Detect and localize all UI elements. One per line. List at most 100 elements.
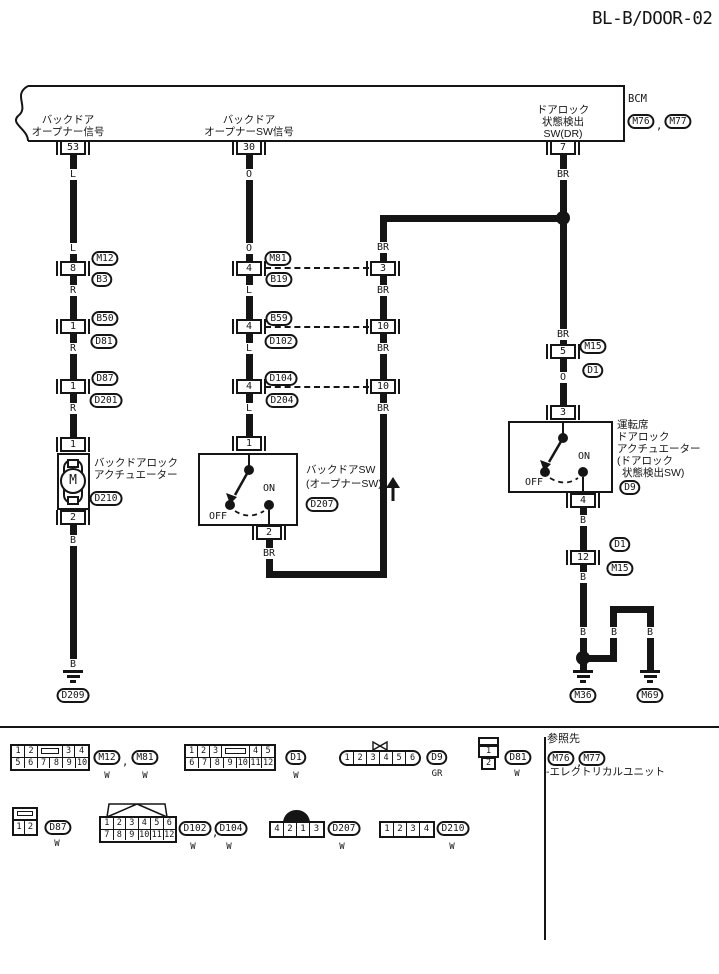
connector-id-oval: D210 bbox=[436, 821, 470, 836]
door-lock-actuator-label-line2: ドアロック bbox=[617, 431, 670, 443]
connector-face-d87: 1 2 bbox=[12, 819, 38, 836]
wire-color-label: B bbox=[577, 627, 589, 638]
wire-color-label: B bbox=[577, 515, 589, 526]
pin-cell: 1 bbox=[297, 823, 310, 836]
connector-id-oval: M15 bbox=[579, 339, 607, 354]
wire-color-label: BR bbox=[374, 403, 392, 414]
reference-title: 参照先 bbox=[547, 733, 580, 745]
inline-connector-8: 8 bbox=[56, 261, 90, 276]
connector-color: W bbox=[514, 769, 520, 779]
connector-face-d207: 4 2 1 3 bbox=[269, 821, 325, 838]
pin-cell: 4 bbox=[78, 746, 85, 756]
pin-cell: 5 bbox=[151, 818, 164, 829]
connector-color: W bbox=[54, 839, 60, 849]
pin-cell: 6 bbox=[186, 758, 199, 768]
connector-id-oval: D87 bbox=[91, 371, 119, 386]
pin-cell: 6 bbox=[409, 753, 416, 763]
wire-color-label: L bbox=[243, 343, 255, 354]
door-lock-actuator-pin-4: 4 bbox=[566, 493, 600, 508]
connector-id-oval: D87 bbox=[44, 820, 72, 835]
back-door-switch-contacts bbox=[225, 453, 274, 526]
wire-ground-stub bbox=[583, 655, 617, 662]
wire-color-label: BR bbox=[374, 343, 392, 354]
wire-color-label: B bbox=[67, 535, 79, 546]
connector-color: W bbox=[142, 771, 148, 781]
back-door-lock-actuator-label-line1: バックドアロック bbox=[94, 457, 178, 469]
bcm-pin-30: 30 bbox=[232, 140, 266, 155]
inline-connector-4a: 4 bbox=[232, 261, 266, 276]
dashed-link-1 bbox=[265, 267, 369, 269]
pin-cell: 5 bbox=[265, 746, 271, 756]
connector-color: W bbox=[449, 842, 455, 852]
junction-dot-ground bbox=[576, 651, 590, 665]
pin-cell: 1 bbox=[186, 746, 198, 757]
bcm-connector-oval-m76: M76 bbox=[627, 114, 655, 129]
connector-face-d1: 1 2 3 4 5 6 7 8 9 10 11 12 bbox=[184, 744, 276, 771]
connector-id-oval: D207 bbox=[327, 821, 361, 836]
pin-cell: 5 bbox=[12, 758, 25, 768]
inline-connector-4b: 4 bbox=[232, 319, 266, 334]
bcm-pin7-label-line2: 状態検出 bbox=[542, 116, 584, 128]
page-title: BL-B/DOOR-02 bbox=[592, 9, 713, 29]
bcm-pin53-label-line1: バックドア bbox=[41, 114, 95, 126]
pin-cell: 2 bbox=[284, 823, 297, 836]
door-lock-actuator-label-line1: 運転席 bbox=[617, 419, 649, 431]
back-door-switch-label-line1: バックドアSW bbox=[306, 464, 376, 476]
connector-face-d102-roof bbox=[106, 803, 168, 818]
wire-branch-vertical bbox=[380, 215, 387, 578]
back-door-lock-actuator-label-line2: アクチュエーター bbox=[94, 469, 178, 481]
actuator-pin-1: 1 bbox=[56, 437, 90, 452]
footer-divider-horizontal bbox=[0, 726, 719, 728]
wire-color-label: L bbox=[243, 285, 255, 296]
switch-on-label: ON bbox=[262, 483, 276, 494]
junction-dot-top bbox=[556, 211, 570, 225]
pin-cell: 6 bbox=[25, 758, 38, 768]
connector-id-oval: D204 bbox=[265, 393, 299, 408]
switch-off-label: OFF bbox=[208, 511, 228, 522]
connector-id-oval: D1 bbox=[609, 537, 631, 552]
wire-color-label: O bbox=[243, 243, 255, 254]
bcm-connector-oval-m77: M77 bbox=[664, 114, 692, 129]
connector-face-d210: 1 2 3 4 bbox=[379, 821, 435, 838]
connector-id-oval-d210: D210 bbox=[89, 491, 123, 506]
inline-connector-12: 12 bbox=[566, 550, 600, 565]
bcm-pin-7: 7 bbox=[546, 140, 580, 155]
wire-color-label: L bbox=[67, 169, 79, 180]
comma: , bbox=[122, 756, 129, 768]
ground-symbol-m69 bbox=[640, 670, 660, 685]
connector-id-oval-d207: D207 bbox=[305, 497, 339, 512]
pin-cell: 3 bbox=[407, 823, 420, 836]
keyway-slot bbox=[222, 746, 250, 757]
wire-color-label: L bbox=[67, 243, 79, 254]
pin-cell: 2 bbox=[481, 757, 496, 770]
inline-connector-1b: 1 bbox=[56, 379, 90, 394]
pin-cell: 5 bbox=[393, 752, 406, 764]
connector-id-oval: M15 bbox=[606, 561, 634, 576]
ground-id-oval: M69 bbox=[636, 688, 664, 703]
pin-cell: 2 bbox=[27, 822, 34, 832]
dashed-link-2 bbox=[265, 326, 369, 328]
connector-id-oval: D104 bbox=[214, 821, 248, 836]
switch-on-label: ON bbox=[577, 451, 591, 462]
pin-cell: 9 bbox=[126, 830, 139, 840]
connector-id-oval: M81 bbox=[264, 251, 292, 266]
connector-color: W bbox=[339, 842, 345, 852]
pin-cell: 12 bbox=[263, 758, 274, 768]
connector-color: GR bbox=[431, 769, 443, 779]
wire-color-label: R bbox=[67, 343, 79, 354]
wire-color-label: BR bbox=[374, 242, 392, 253]
pin-cell: 4 bbox=[250, 746, 262, 757]
ground-id-oval: D209 bbox=[56, 688, 90, 703]
reference-connector-oval: M77 bbox=[578, 751, 606, 766]
inline-connector-10a: 10 bbox=[366, 319, 400, 334]
inline-connector-4c: 4 bbox=[232, 379, 266, 394]
bcm-pin30-label-line2: オープナーSW信号 bbox=[204, 126, 294, 138]
wire-color-label: BR bbox=[260, 548, 278, 559]
back-door-switch-pin-2: 2 bbox=[252, 525, 286, 540]
door-lock-actuator-label-line3: アクチュエーター bbox=[617, 443, 701, 455]
keyway-slot bbox=[38, 746, 63, 757]
motor-terminal-bottom bbox=[67, 496, 79, 505]
bcm-pin7-label-line3: SW(DR) bbox=[543, 128, 583, 140]
inline-connector-3: 3 bbox=[366, 261, 400, 276]
